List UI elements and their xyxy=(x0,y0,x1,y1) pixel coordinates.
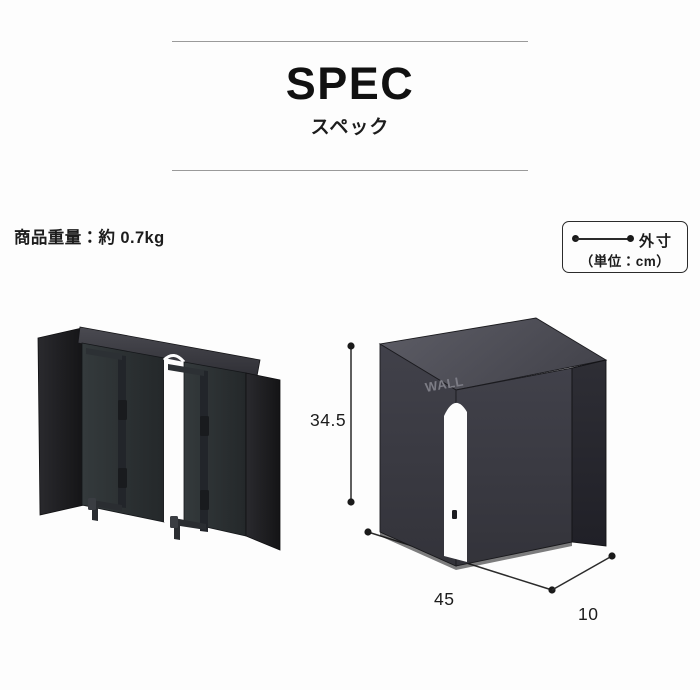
wall-brand-mark: WALL xyxy=(424,373,465,395)
product-weight-text: 商品重量：約 0.7kg xyxy=(14,229,165,247)
dimension-bar-icon xyxy=(575,238,631,240)
product-illustration-front: WALL xyxy=(340,310,690,640)
legend-row: 外寸 xyxy=(563,227,687,250)
dimension-label-width: 45 xyxy=(434,589,455,609)
page-header: SPEC スペック xyxy=(0,0,700,180)
legend-label: 外寸 xyxy=(639,233,674,250)
dimension-label-depth: 10 xyxy=(578,604,599,624)
page-title: SPEC xyxy=(285,58,415,109)
divider-top xyxy=(172,41,528,42)
product-illustration-rear xyxy=(14,300,304,590)
dimension-label-height: 34.5 xyxy=(310,410,347,430)
divider-bottom xyxy=(172,170,528,171)
dimension-dot-right-icon xyxy=(627,235,634,242)
dimension-line-icon xyxy=(572,235,634,243)
page-subtitle: スペック xyxy=(310,117,390,138)
legend-unit: （単位：cm） xyxy=(579,254,671,269)
dimension-legend-box: 外寸 （単位：cm） xyxy=(562,221,688,273)
